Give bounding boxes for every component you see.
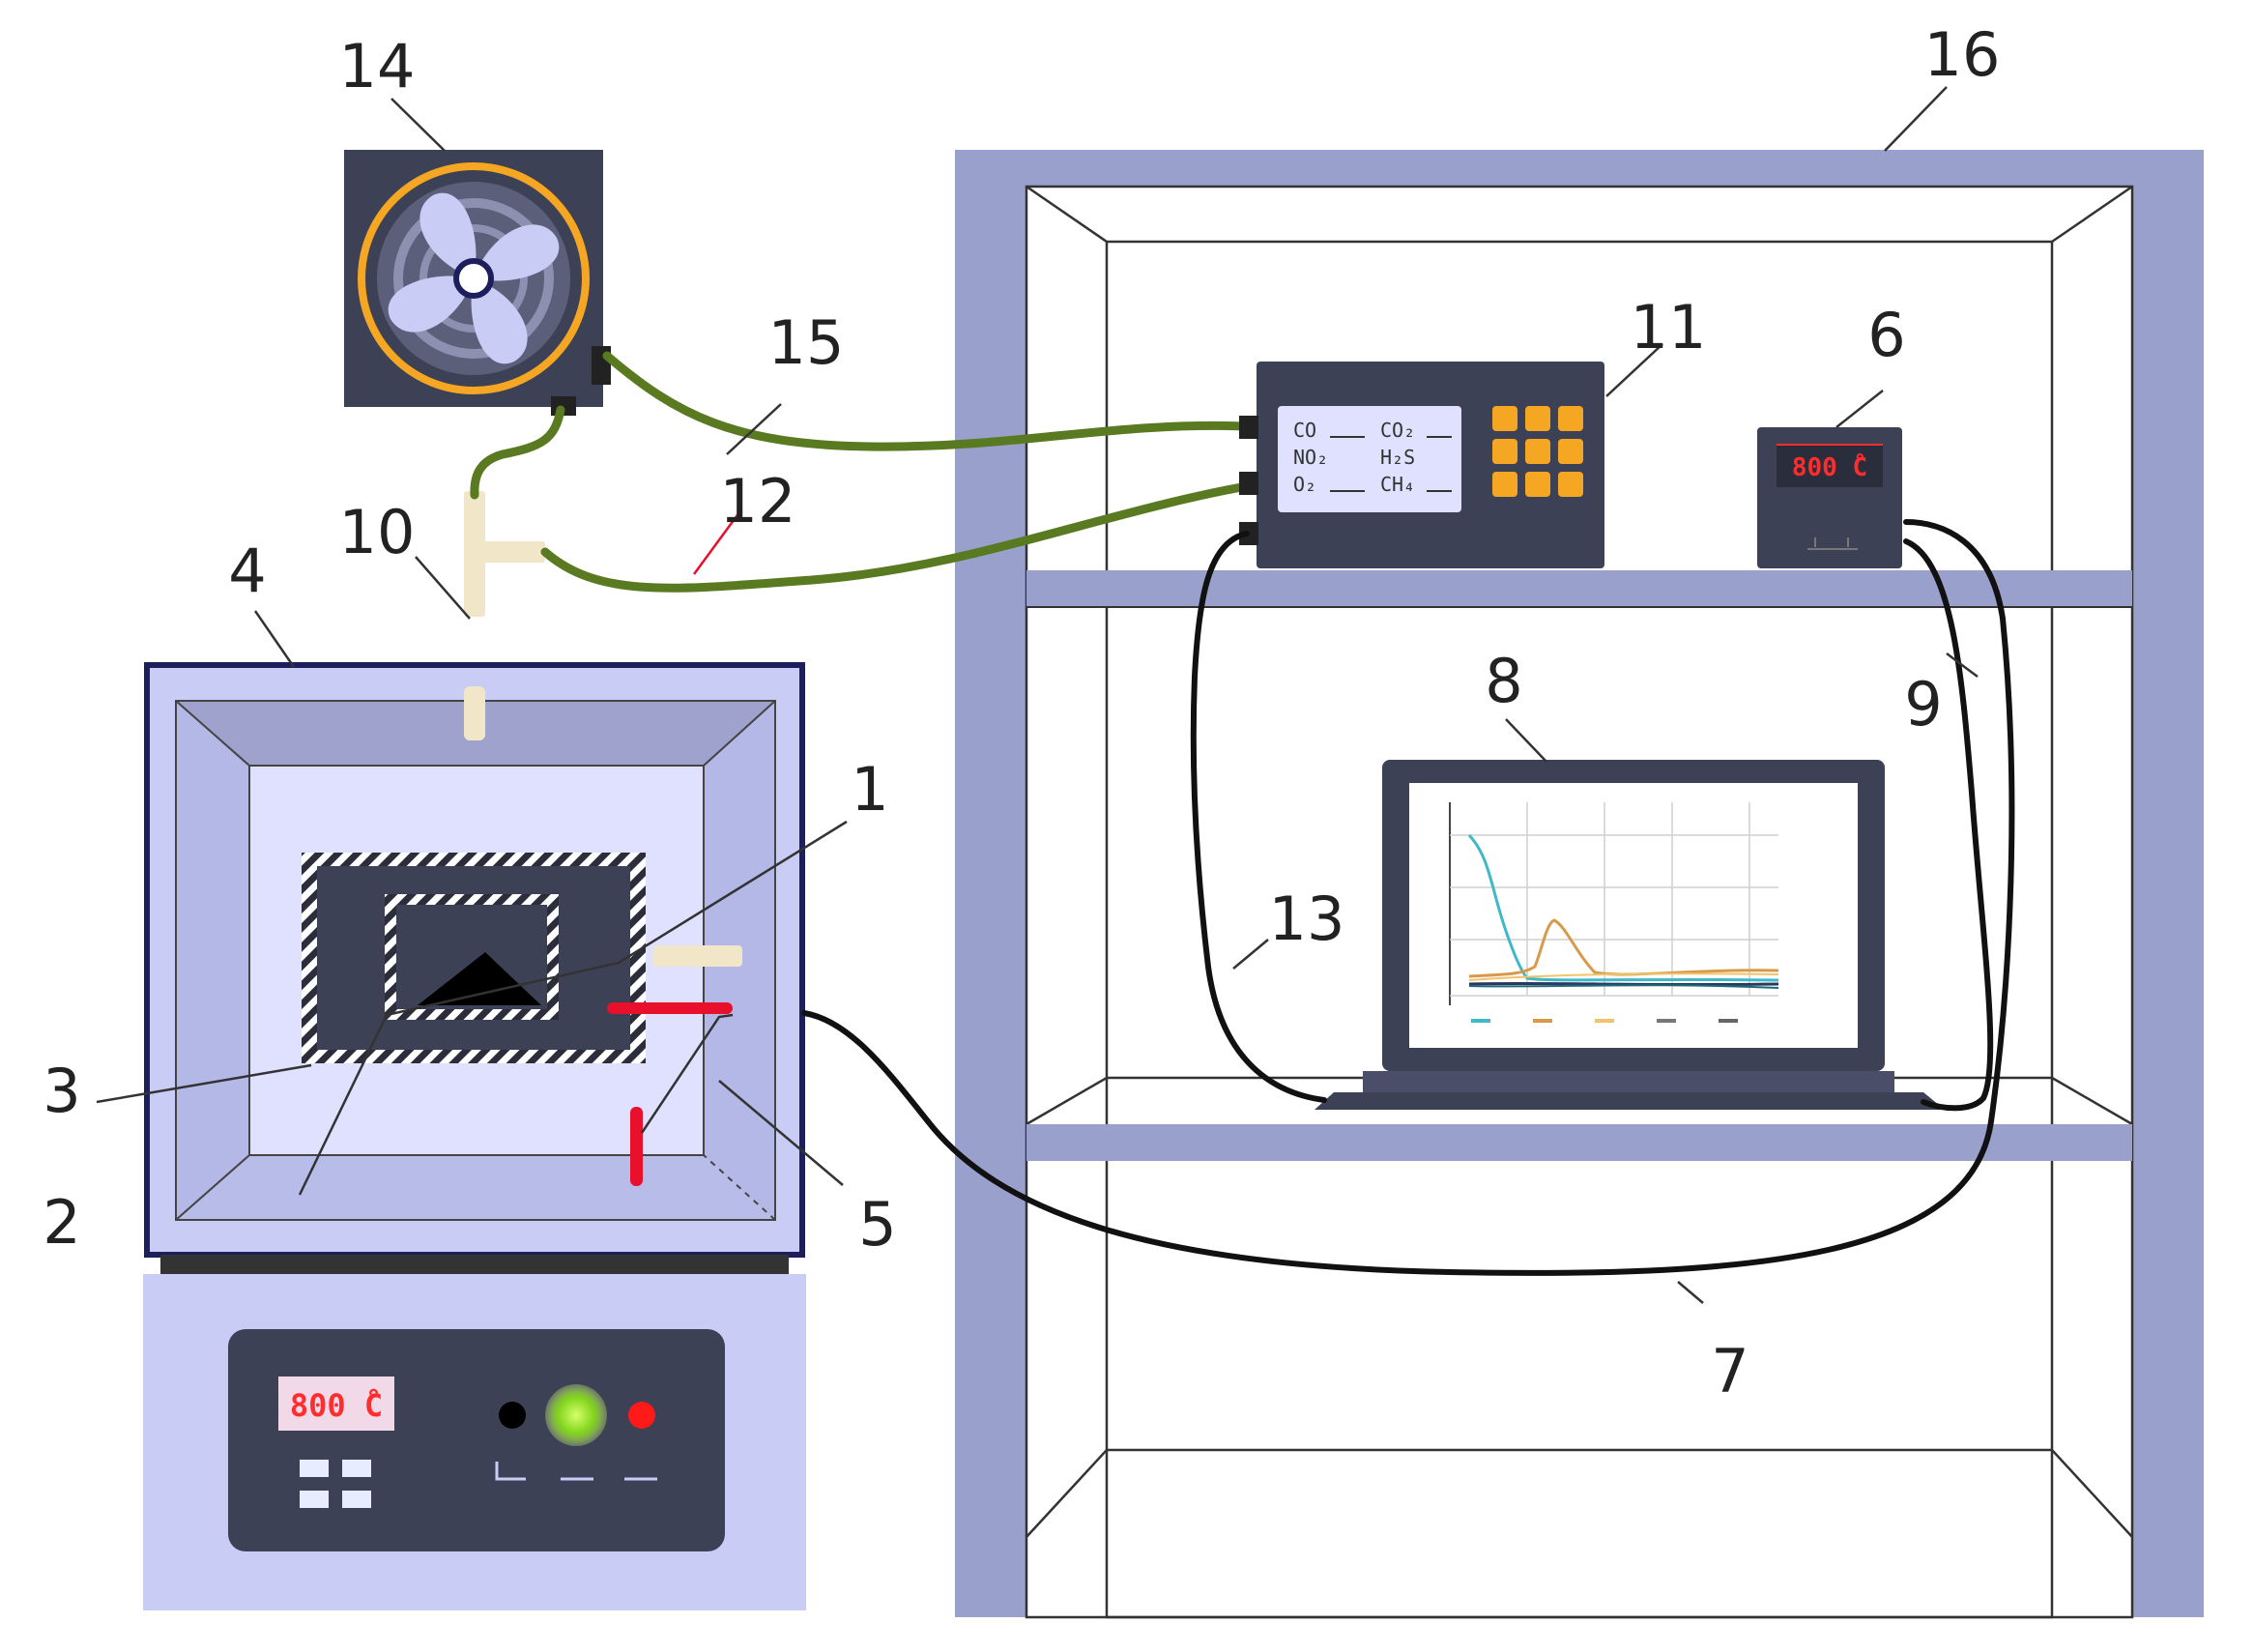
analyzer-keypad[interactable] bbox=[1492, 406, 1583, 497]
laptop-plot bbox=[1449, 802, 1779, 1023]
label-14: 14 bbox=[339, 31, 416, 101]
shelf-right-post bbox=[2132, 150, 2204, 1617]
gas-label-co: CO bbox=[1293, 419, 1316, 442]
furnace-keypad[interactable] bbox=[300, 1460, 371, 1508]
shelf-perspective-lines bbox=[1025, 185, 2134, 1619]
shelf-board-upper bbox=[1026, 570, 2132, 607]
cable-9-controller-to-laptop bbox=[1903, 538, 1994, 1112]
label-4: 4 bbox=[228, 536, 266, 606]
label-6: 6 bbox=[1867, 300, 1905, 370]
gas-label-o2: O₂ bbox=[1293, 473, 1316, 496]
label-16: 16 bbox=[1924, 19, 2001, 90]
label-11: 11 bbox=[1631, 292, 1707, 362]
muffle-furnace bbox=[144, 662, 805, 1258]
furnace-control-panel bbox=[228, 1329, 725, 1551]
cable-13-analyzer-to-laptop bbox=[1190, 531, 1327, 1103]
exhaust-fan bbox=[344, 150, 611, 416]
furnace-power-lamp[interactable] bbox=[545, 1384, 607, 1446]
label-15: 15 bbox=[768, 307, 845, 378]
furnace-temp-text: 800 ̊C bbox=[290, 1387, 383, 1424]
furnace-black-button[interactable] bbox=[499, 1402, 526, 1429]
shelf bbox=[955, 150, 2204, 1619]
gas-label-no2: NO₂ bbox=[1293, 446, 1328, 469]
thermocouple-vertical bbox=[630, 1107, 643, 1186]
gas-analyzer: CO CO₂ NO₂ H₂S O₂ CH₄ bbox=[1239, 362, 1604, 568]
label-9: 9 bbox=[1904, 669, 1942, 739]
label-13: 13 bbox=[1269, 884, 1345, 954]
exhaust-pipe-stub bbox=[464, 686, 485, 740]
label-1: 1 bbox=[851, 754, 888, 825]
shelf-top-beam bbox=[955, 150, 2204, 187]
sample-material bbox=[418, 952, 541, 1005]
hose-15-fan-to-analyzer bbox=[602, 351, 1252, 451]
label-2: 2 bbox=[43, 1187, 80, 1258]
furnace-temp-display bbox=[278, 1377, 394, 1431]
thermocouple-horizontal bbox=[607, 1002, 733, 1014]
t-pipe bbox=[464, 491, 545, 617]
laptop bbox=[1315, 760, 1945, 1110]
gas-label-h2s: H₂S bbox=[1380, 446, 1415, 469]
laptop-screen bbox=[1409, 783, 1858, 1048]
label-8: 8 bbox=[1485, 646, 1522, 716]
label-7: 7 bbox=[1711, 1336, 1748, 1406]
gas-label-ch4: CH₄ bbox=[1380, 473, 1415, 496]
label-10: 10 bbox=[339, 497, 416, 567]
leader-lines bbox=[96, 86, 1979, 1304]
furnace-red-button[interactable] bbox=[628, 1402, 655, 1429]
shelf-left-post bbox=[955, 150, 1026, 1617]
label-12: 12 bbox=[720, 466, 796, 536]
hose-fan-to-tpipe bbox=[470, 405, 565, 500]
hose-12-tpipe-to-analyzer bbox=[540, 481, 1252, 593]
analyzer-screen bbox=[1278, 406, 1461, 512]
fan-blades bbox=[388, 192, 560, 364]
gas-label-co2: CO₂ bbox=[1380, 419, 1415, 442]
temperature-controller: 800 ̊C bbox=[1757, 427, 1902, 568]
furnace-base: 800 ̊C bbox=[143, 1255, 806, 1610]
label-3: 3 bbox=[43, 1056, 80, 1126]
controller-temp-text: 800 ̊C bbox=[1792, 452, 1867, 482]
side-port-pipe bbox=[653, 945, 742, 967]
shelf-board-lower bbox=[1026, 1124, 2132, 1161]
label-5: 5 bbox=[858, 1189, 896, 1260]
cable-7-furnace-to-controller bbox=[801, 519, 2015, 1276]
